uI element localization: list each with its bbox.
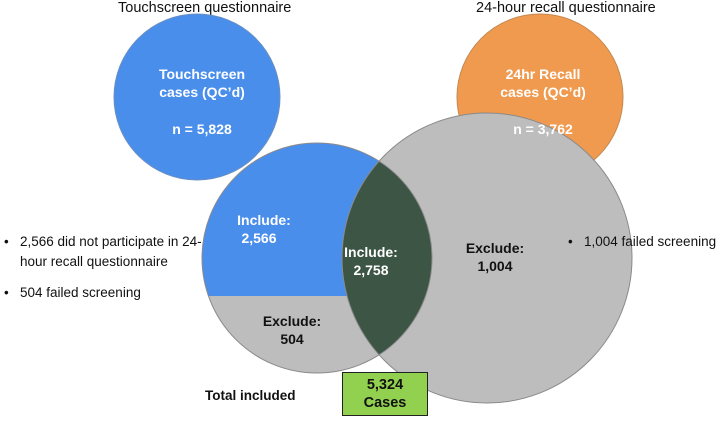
left-note-item: 2,566 did not participate in 24-hour rec… xyxy=(2,232,202,272)
right-exclude-value: 1,004 xyxy=(477,258,512,274)
touchscreen-circle-line1: Touchscreen xyxy=(159,66,245,82)
touchscreen-title: Touchscreen questionnaire xyxy=(118,0,292,16)
touchscreen-cases-circle xyxy=(113,13,281,181)
left-notes: 2,566 did not participate in 24-hour rec… xyxy=(2,232,202,303)
total-cases-box: 5,324 Cases xyxy=(342,372,428,416)
total-cases-unit: Cases xyxy=(363,395,407,411)
left-include-label: Include: xyxy=(237,212,291,228)
total-cases-value: 5,324 xyxy=(366,377,404,393)
left-exclude-value: 504 xyxy=(280,331,304,347)
right-notes: 1,004 failed screening xyxy=(566,232,720,252)
right-note-item: 1,004 failed screening xyxy=(566,232,720,252)
recall-title: 24-hour recall questionnaire xyxy=(476,0,656,16)
recall-count: n = 3,762 xyxy=(513,121,573,137)
touchscreen-circle-line2: cases (QC’d) xyxy=(159,84,245,100)
right-exclude-label: Exclude: xyxy=(466,240,524,256)
recall-circle-line1: 24hr Recall xyxy=(506,66,581,82)
left-include-value: 2,566 xyxy=(241,230,276,246)
overlap-include-value: 2,758 xyxy=(353,262,388,278)
recall-venn-circle xyxy=(342,113,632,403)
overlap-include-label: Include: xyxy=(344,244,398,260)
left-note-item: 504 failed screening xyxy=(2,283,202,303)
total-included-label: Total included xyxy=(205,388,296,403)
touchscreen-count: n = 5,828 xyxy=(172,121,232,137)
left-exclude-label: Exclude: xyxy=(263,313,321,329)
recall-circle-line2: cases (QC’d) xyxy=(500,84,586,100)
